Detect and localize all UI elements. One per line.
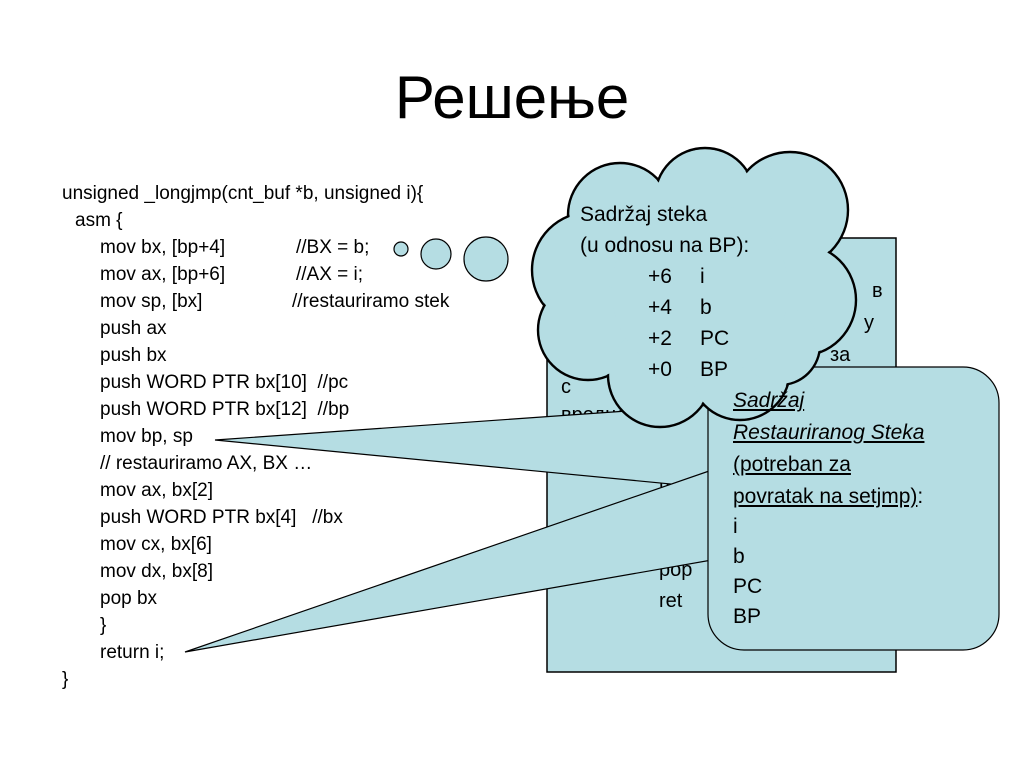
callout-item: b	[733, 545, 745, 568]
code-line: mov cx, bx[6]	[100, 534, 212, 555]
thought-dot-large	[463, 236, 509, 282]
code-line: mov ax, [bp+6]	[100, 264, 226, 285]
callout-item: BP	[733, 605, 762, 628]
code-line: mov ax, bx[2]	[100, 480, 213, 501]
cloud-name: b	[700, 296, 712, 319]
callout-colon: :	[917, 485, 924, 508]
code-comment: // restauriramo AX, BX …	[100, 453, 313, 474]
cloud-offset: +0	[648, 358, 672, 381]
code-line: }	[62, 669, 69, 690]
thought-cloud	[530, 146, 858, 429]
callout-title: Sadržaj	[733, 389, 805, 412]
hidden-fragment: с	[561, 376, 571, 398]
callout-note: (potreban za	[733, 453, 851, 476]
code-comment: //restauriramo stek	[292, 291, 450, 312]
cloud-subheading: (u odnosu na BP):	[580, 234, 750, 257]
hidden-fragment: у	[864, 312, 874, 334]
code-line: push WORD PTR bx[4] //bx	[100, 507, 343, 528]
hidden-fragment: ret	[659, 590, 683, 612]
cloud-name: BP	[700, 358, 729, 381]
callout-pointer-return	[184, 469, 713, 653]
thought-dot-medium	[420, 238, 452, 270]
slide-title: Решење	[394, 64, 630, 131]
code-line: push WORD PTR bx[10] //pc	[100, 372, 349, 393]
code-line: push bx	[100, 345, 167, 366]
callout-note-line: povratak na setjmp):	[733, 482, 923, 512]
cloud-name: PC	[700, 327, 730, 350]
cloud-offset: +2	[648, 327, 672, 350]
code-line: push ax	[100, 318, 167, 339]
code-line: mov bx, [bp+4]	[100, 237, 226, 258]
code-line: pop bx	[100, 588, 158, 609]
code-comment: //AX = i;	[296, 264, 364, 285]
thought-dot-small	[393, 241, 409, 257]
code-line: mov dx, bx[8]	[100, 561, 213, 582]
code-line: push WORD PTR bx[12] //bp	[100, 399, 350, 420]
code-line: mov sp, [bx]	[100, 291, 203, 312]
callout-note-2: povratak na setjmp)	[733, 485, 918, 508]
hidden-fragment: за	[830, 344, 851, 366]
hidden-fragment: в	[872, 280, 883, 302]
callout-box	[707, 366, 1000, 651]
code-comment: //BX = b;	[296, 237, 370, 258]
cloud-offset: +6	[648, 265, 672, 288]
code-line: }	[100, 615, 107, 636]
cloud-offset: +4	[648, 296, 672, 319]
code-line: asm {	[75, 210, 123, 231]
callout-item: PC	[733, 575, 763, 598]
code-line: return i;	[100, 642, 165, 663]
callout-item: i	[733, 515, 738, 538]
cloud-name: i	[700, 265, 705, 288]
callout-title-rest: Restauriranog Steka	[733, 421, 925, 444]
code-line: unsigned _longjmp(cnt_buf *b, unsigned i…	[62, 183, 424, 204]
code-line: mov bp, sp	[100, 426, 193, 447]
cloud-heading: Sadržaj steka	[580, 203, 708, 226]
